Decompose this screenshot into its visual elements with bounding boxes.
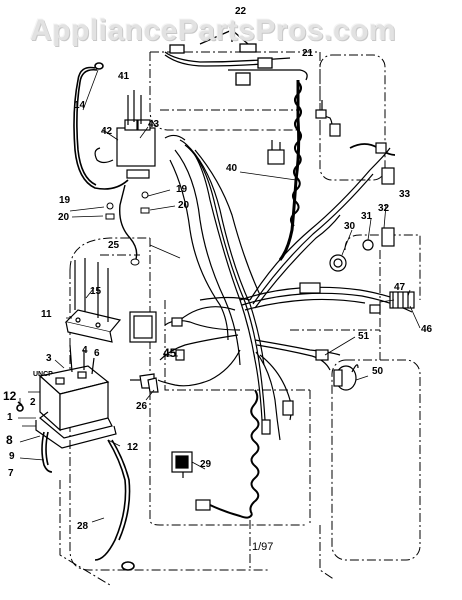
callout-1: 1 (7, 412, 13, 423)
leader-lines (18, 69, 421, 523)
callout-11: 11 (41, 309, 52, 320)
callout-41: 41 (118, 71, 130, 82)
callout-14: 14 (74, 100, 86, 111)
callout-19-right: 19 (176, 184, 188, 195)
callout-4: 4 (82, 345, 88, 356)
callout-9: 9 (9, 451, 15, 462)
battery-cables (16, 401, 135, 571)
callout-46: 46 (421, 324, 433, 335)
callout-40: 40 (226, 163, 238, 174)
coiled-wire-40 (278, 80, 302, 261)
ignition-switch (94, 90, 156, 179)
coiled-wire-lower (195, 389, 260, 519)
callout-42: 42 (101, 126, 113, 137)
callout-19-left: 19 (59, 195, 71, 206)
harness-top-cables (164, 29, 308, 86)
callout-32: 32 (378, 203, 390, 214)
module-11 (64, 258, 157, 389)
screws (105, 184, 150, 266)
watermark-text: AppliancePartsPros.com (30, 14, 397, 47)
lower-connectors (147, 317, 294, 478)
battery-note: UNCP (33, 371, 53, 378)
right-connectors (267, 100, 415, 391)
callout-26: 26 (136, 401, 148, 412)
main-harness (157, 134, 413, 441)
callout-33: 33 (399, 189, 411, 200)
callout-20-left: 20 (58, 212, 70, 223)
callout-43: 43 (148, 119, 160, 130)
callout-6: 6 (94, 348, 100, 359)
callout-22: 22 (235, 6, 247, 17)
callout-7: 7 (8, 468, 14, 479)
callout-29: 29 (200, 459, 212, 470)
callout-21: 21 (302, 48, 314, 59)
callout-20-right: 20 (178, 200, 190, 211)
cable-14 (73, 62, 129, 190)
battery (35, 344, 117, 449)
callout-50: 50 (372, 366, 384, 377)
callout-31: 31 (361, 211, 373, 222)
callout-30: 30 (344, 221, 356, 232)
callout-45: 45 (163, 346, 177, 360)
callout-12-left: 12 (3, 389, 17, 403)
callout-3: 3 (46, 353, 52, 364)
callout-15: 15 (90, 286, 102, 297)
footer-date: 1/97 (252, 541, 274, 553)
callout-8: 8 (6, 433, 13, 447)
callout-12-bottom: 12 (127, 442, 139, 453)
callout-2: 2 (30, 397, 36, 408)
callout-25: 25 (108, 240, 120, 251)
callout-51: 51 (358, 331, 370, 342)
callout-28: 28 (77, 521, 89, 532)
callout-47: 47 (394, 282, 406, 293)
